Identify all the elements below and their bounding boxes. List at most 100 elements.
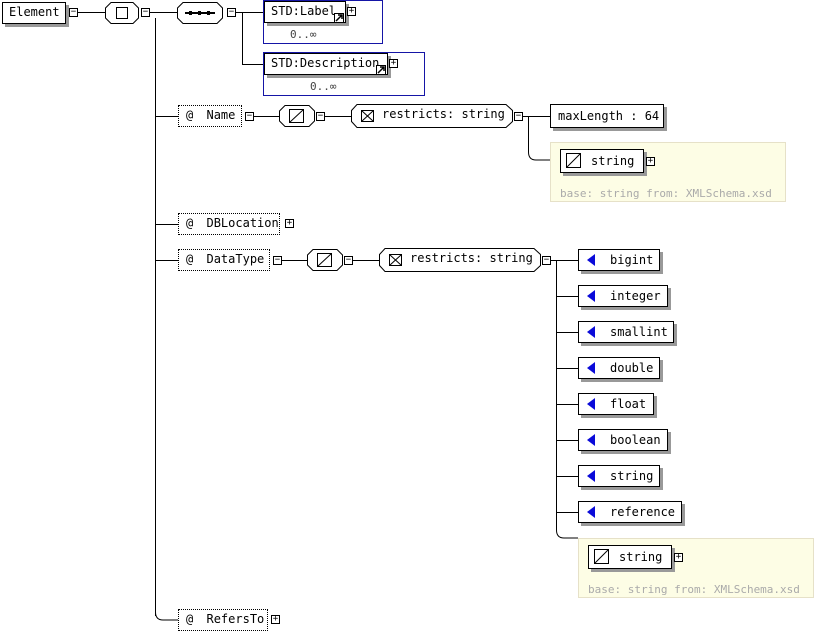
attribute-refersto-box[interactable]: @ RefersTo <box>178 609 268 631</box>
connector <box>155 116 178 117</box>
attribute-datatype-box[interactable]: @ DataType <box>178 249 270 271</box>
expand-toggle[interactable]: + <box>347 6 356 16</box>
collapse-toggle[interactable]: − <box>316 111 325 121</box>
simple-type-icon <box>594 549 609 564</box>
connector <box>528 116 550 161</box>
connector <box>155 260 178 261</box>
attribute-datatype-label: DataType <box>206 252 265 266</box>
collapse-toggle[interactable]: − <box>227 7 236 17</box>
connector <box>278 260 308 261</box>
simple-type-icon[interactable] <box>279 105 315 127</box>
attribute-at-symbol: @ <box>186 108 194 122</box>
expand-toggle[interactable]: + <box>285 218 294 228</box>
expand-toggle[interactable]: + <box>674 552 683 562</box>
enumeration-arrow-icon <box>587 290 595 302</box>
attribute-dblocation-label: DBLocation <box>206 216 279 230</box>
attribute-at-symbol: @ <box>186 252 194 266</box>
root-element-box[interactable]: Element <box>2 2 66 24</box>
simple-type-string-label: string <box>591 154 635 168</box>
enumeration-item[interactable]: string <box>578 465 660 487</box>
connector <box>242 64 264 65</box>
connector <box>522 116 550 117</box>
facet-maxlength-label: maxLength : 64 <box>558 109 660 123</box>
base-type-label: base: string from: XMLSchema.xsd <box>588 583 800 596</box>
connector <box>556 368 578 369</box>
restriction-label: restricts: string <box>382 107 505 121</box>
connector <box>155 18 156 616</box>
enumeration-value: smallint <box>610 325 668 339</box>
compositor-sequence-icon[interactable] <box>177 2 223 24</box>
enumeration-value: double <box>610 361 654 375</box>
attribute-at-symbol: @ <box>186 216 194 230</box>
enumeration-value: reference <box>610 505 676 519</box>
enumeration-value: string <box>610 469 654 483</box>
connector <box>324 116 352 117</box>
connector <box>242 12 243 64</box>
enumeration-item[interactable]: smallint <box>578 321 674 343</box>
expand-toggle[interactable]: + <box>389 58 398 68</box>
enumeration-item[interactable]: double <box>578 357 660 379</box>
attribute-at-symbol: @ <box>186 612 194 626</box>
connector <box>144 12 178 13</box>
connector <box>556 440 578 441</box>
connector <box>556 332 578 333</box>
enumeration-arrow-icon <box>587 506 595 518</box>
std-description-name: STD:Description <box>271 56 380 70</box>
enumeration-value: float <box>610 397 647 411</box>
collapse-toggle[interactable]: − <box>542 255 551 265</box>
enumeration-value: bigint <box>610 253 654 267</box>
occurrence-label: 0..∞ <box>290 28 317 41</box>
connector <box>556 520 578 539</box>
enumeration-arrow-icon <box>587 326 595 338</box>
connector <box>155 224 178 225</box>
reference-arrow-icon <box>376 65 386 75</box>
connector <box>550 260 578 261</box>
restriction-node[interactable] <box>351 104 513 128</box>
collapse-toggle[interactable]: − <box>514 111 523 121</box>
simple-type-icon <box>566 153 581 168</box>
facet-maxlength-box[interactable]: maxLength : 64 <box>550 104 664 128</box>
occurrence-label: 0..∞ <box>310 80 337 93</box>
connector <box>556 476 578 477</box>
expand-toggle[interactable]: + <box>271 614 280 624</box>
std-description-box[interactable]: STD:Description <box>264 53 388 75</box>
enumeration-item[interactable]: reference <box>578 501 682 523</box>
connector <box>556 512 578 513</box>
enumeration-item[interactable]: boolean <box>578 429 668 451</box>
collapse-toggle[interactable]: − <box>245 111 254 121</box>
simple-type-icon[interactable] <box>307 249 343 271</box>
enumeration-arrow-icon <box>587 470 595 482</box>
attribute-name-box[interactable]: @ Name <box>178 105 242 127</box>
connector <box>556 260 557 530</box>
connector <box>74 12 106 13</box>
enumeration-item[interactable]: float <box>578 393 654 415</box>
attribute-name-label: Name <box>206 108 236 122</box>
collapse-toggle[interactable]: − <box>344 255 353 265</box>
simple-type-string-label: string <box>619 550 663 564</box>
enumeration-item[interactable]: integer <box>578 285 668 307</box>
enumeration-value: boolean <box>610 433 661 447</box>
restriction-label: restricts: string <box>410 251 533 265</box>
collapse-toggle[interactable]: − <box>69 7 78 17</box>
connector <box>352 260 380 261</box>
enumeration-item[interactable]: bigint <box>578 249 660 271</box>
enumeration-arrow-icon <box>587 434 595 446</box>
collapse-toggle[interactable]: − <box>141 7 150 17</box>
attribute-dblocation-box[interactable]: @ DBLocation <box>178 213 280 235</box>
expand-toggle[interactable]: + <box>646 156 655 166</box>
restriction-node[interactable] <box>379 248 541 272</box>
connector <box>556 404 578 405</box>
root-element-label: Element <box>9 5 60 19</box>
enumeration-value: integer <box>610 289 661 303</box>
reference-arrow-icon <box>334 13 344 23</box>
enumeration-arrow-icon <box>587 254 595 266</box>
std-label-name: STD:Label <box>271 4 337 18</box>
collapse-toggle[interactable]: − <box>273 255 282 265</box>
connector <box>556 296 578 297</box>
enumeration-arrow-icon <box>587 398 595 410</box>
std-label-box[interactable]: STD:Label <box>264 1 346 23</box>
enumeration-arrow-icon <box>587 362 595 374</box>
base-type-label: base: string from: XMLSchema.xsd <box>560 187 772 200</box>
connector <box>250 116 280 117</box>
compositor-all-icon[interactable] <box>105 2 139 24</box>
